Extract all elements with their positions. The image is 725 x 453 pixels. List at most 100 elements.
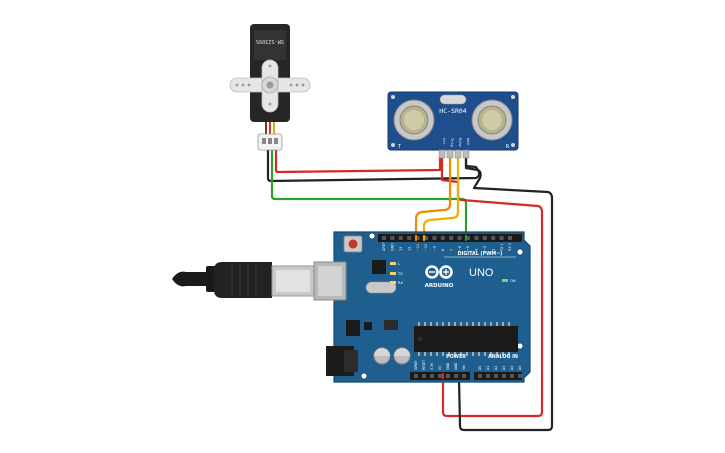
analog-pins xyxy=(478,374,522,378)
digital-pins xyxy=(382,236,512,240)
power-pin-label: GND xyxy=(446,362,450,370)
digital-pin-9[interactable] xyxy=(432,236,437,240)
digital-pin-label: 8 xyxy=(441,249,445,251)
analog-pin-label: A1 xyxy=(486,366,490,370)
analog-pin-label: A0 xyxy=(478,366,482,370)
digital-pin-label: GND xyxy=(391,243,395,251)
wire-sensor-echo[interactable] xyxy=(422,156,460,240)
led-on-label: ON xyxy=(510,279,516,283)
digital-pin-label: 4 xyxy=(475,249,479,251)
board-model: UNO xyxy=(469,267,494,279)
sensor-pin-vcc[interactable] xyxy=(438,149,446,159)
crystal-oscillator xyxy=(365,281,397,294)
digital-pin-2[interactable] xyxy=(491,236,496,240)
digital-pin-5[interactable] xyxy=(466,236,470,240)
digital-pin-3[interactable] xyxy=(482,236,487,240)
wire-servo-power[interactable] xyxy=(274,148,442,174)
analog-pin-label: A4 xyxy=(510,366,514,370)
power-pin-33v[interactable] xyxy=(430,374,434,378)
sensor-pin-echo[interactable] xyxy=(454,149,462,159)
wire-sensor-gnd[interactable] xyxy=(457,156,554,432)
wire-servo-signal[interactable] xyxy=(270,148,468,240)
sensor-pin-trig-label: Trig xyxy=(450,138,454,147)
arduino-uno-board[interactable]: ARDUINO UNO DIGITAL (PWM~) POWER ANALOG … xyxy=(313,231,531,383)
sensor-model-label: HC-SR04 xyxy=(439,107,466,115)
led-on xyxy=(502,279,508,282)
servo-model-label: SM-S2309S xyxy=(256,38,284,44)
analog-pin-label: A3 xyxy=(502,366,506,370)
capacitors xyxy=(373,347,411,365)
analog-pin-a0[interactable] xyxy=(478,374,482,378)
sensor-pin-trig[interactable] xyxy=(446,149,454,159)
led-l-label: L xyxy=(398,262,400,266)
power-pin-5v[interactable] xyxy=(438,374,442,378)
digital-pin-label: ~9 xyxy=(433,246,437,251)
sensor-transmitter xyxy=(393,99,435,141)
power-header: POWER xyxy=(446,354,466,360)
digital-pin-label: 7 xyxy=(449,249,453,251)
led-rx xyxy=(390,281,396,284)
sensor-pin-echo-label: Echo xyxy=(458,138,462,147)
usb-cable[interactable] xyxy=(172,262,315,298)
digital-pin-label: RX 0 xyxy=(508,243,512,251)
atmega-chip xyxy=(414,326,518,352)
digital-pin-label: ~3 xyxy=(483,246,487,251)
analog-pin-a5[interactable] xyxy=(518,374,522,378)
digital-pin-11[interactable] xyxy=(415,236,420,240)
analog-pin-label: A2 xyxy=(494,366,498,370)
power-pin-label: 5V xyxy=(438,365,442,370)
power-pin-reset[interactable] xyxy=(422,374,426,378)
analog-pin-a4[interactable] xyxy=(510,374,514,378)
sensor-receiver xyxy=(471,99,513,141)
led-rx-label: RX xyxy=(398,281,403,285)
power-pin-gnd[interactable] xyxy=(446,374,450,378)
usb-chip xyxy=(372,260,386,274)
power-pin-vin[interactable] xyxy=(462,374,466,378)
digital-pin-13[interactable] xyxy=(398,236,403,240)
digital-pin-aref[interactable] xyxy=(382,236,386,240)
servo-motor[interactable]: SM-S2309S xyxy=(229,24,311,151)
wire-sensor-trig[interactable] xyxy=(414,156,452,240)
regulator xyxy=(346,320,360,336)
board-brand: ARDUINO xyxy=(425,283,454,289)
digital-pin-label: 12 xyxy=(407,247,411,251)
digital-pin-12[interactable] xyxy=(407,236,412,240)
power-pin-label: RESET xyxy=(422,360,426,370)
digital-pin-tx1[interactable] xyxy=(499,236,504,240)
wire-endpoints xyxy=(414,234,468,380)
analog-pin-label: A5 xyxy=(518,366,522,370)
digital-pin-8[interactable] xyxy=(440,236,445,240)
power-pin-label: IOREF xyxy=(414,360,418,370)
power-pin-ioref[interactable] xyxy=(414,374,418,378)
digital-pin-label: 2 xyxy=(491,249,495,251)
power-pin-label: 3.3V xyxy=(430,362,434,370)
digital-pin-10[interactable] xyxy=(424,236,428,240)
digital-pin-label: ~5 xyxy=(466,246,470,251)
led-tx-label: TX xyxy=(397,272,403,276)
digital-pin-7[interactable] xyxy=(449,236,454,240)
analog-pin-a2[interactable] xyxy=(494,374,498,378)
led-tx xyxy=(390,272,396,275)
sensor-pin-vcc-label: Vcc xyxy=(442,138,446,145)
digital-pin-label: ~10 xyxy=(424,244,428,251)
digital-pin-gnd[interactable] xyxy=(390,236,395,240)
analog-pin-labels: A0 A1 A2 A3 A4 A5 xyxy=(478,366,522,370)
arduino-logo xyxy=(425,265,453,279)
wires xyxy=(266,148,554,432)
digital-pin-label: ~11 xyxy=(416,244,420,251)
digital-pin-6[interactable] xyxy=(457,236,462,240)
digital-pin-label: TX 1 xyxy=(500,243,504,252)
led-l xyxy=(390,262,396,265)
analog-pin-a3[interactable] xyxy=(502,374,506,378)
digital-pin-4[interactable] xyxy=(474,236,479,240)
ultrasonic-sensor[interactable]: HC-SR04 T R Vcc Trig Echo Gnd xyxy=(387,91,519,159)
sensor-pin-gnd[interactable] xyxy=(462,149,470,159)
digital-pin-rx0[interactable] xyxy=(508,236,512,240)
digital-header: DIGITAL (PWM~) xyxy=(458,251,503,257)
sensor-pin-gnd-label: Gnd xyxy=(466,138,470,145)
power-pin-gnd[interactable] xyxy=(454,374,458,378)
analog-pin-a1[interactable] xyxy=(486,374,490,378)
sensor-crystal xyxy=(439,94,467,105)
